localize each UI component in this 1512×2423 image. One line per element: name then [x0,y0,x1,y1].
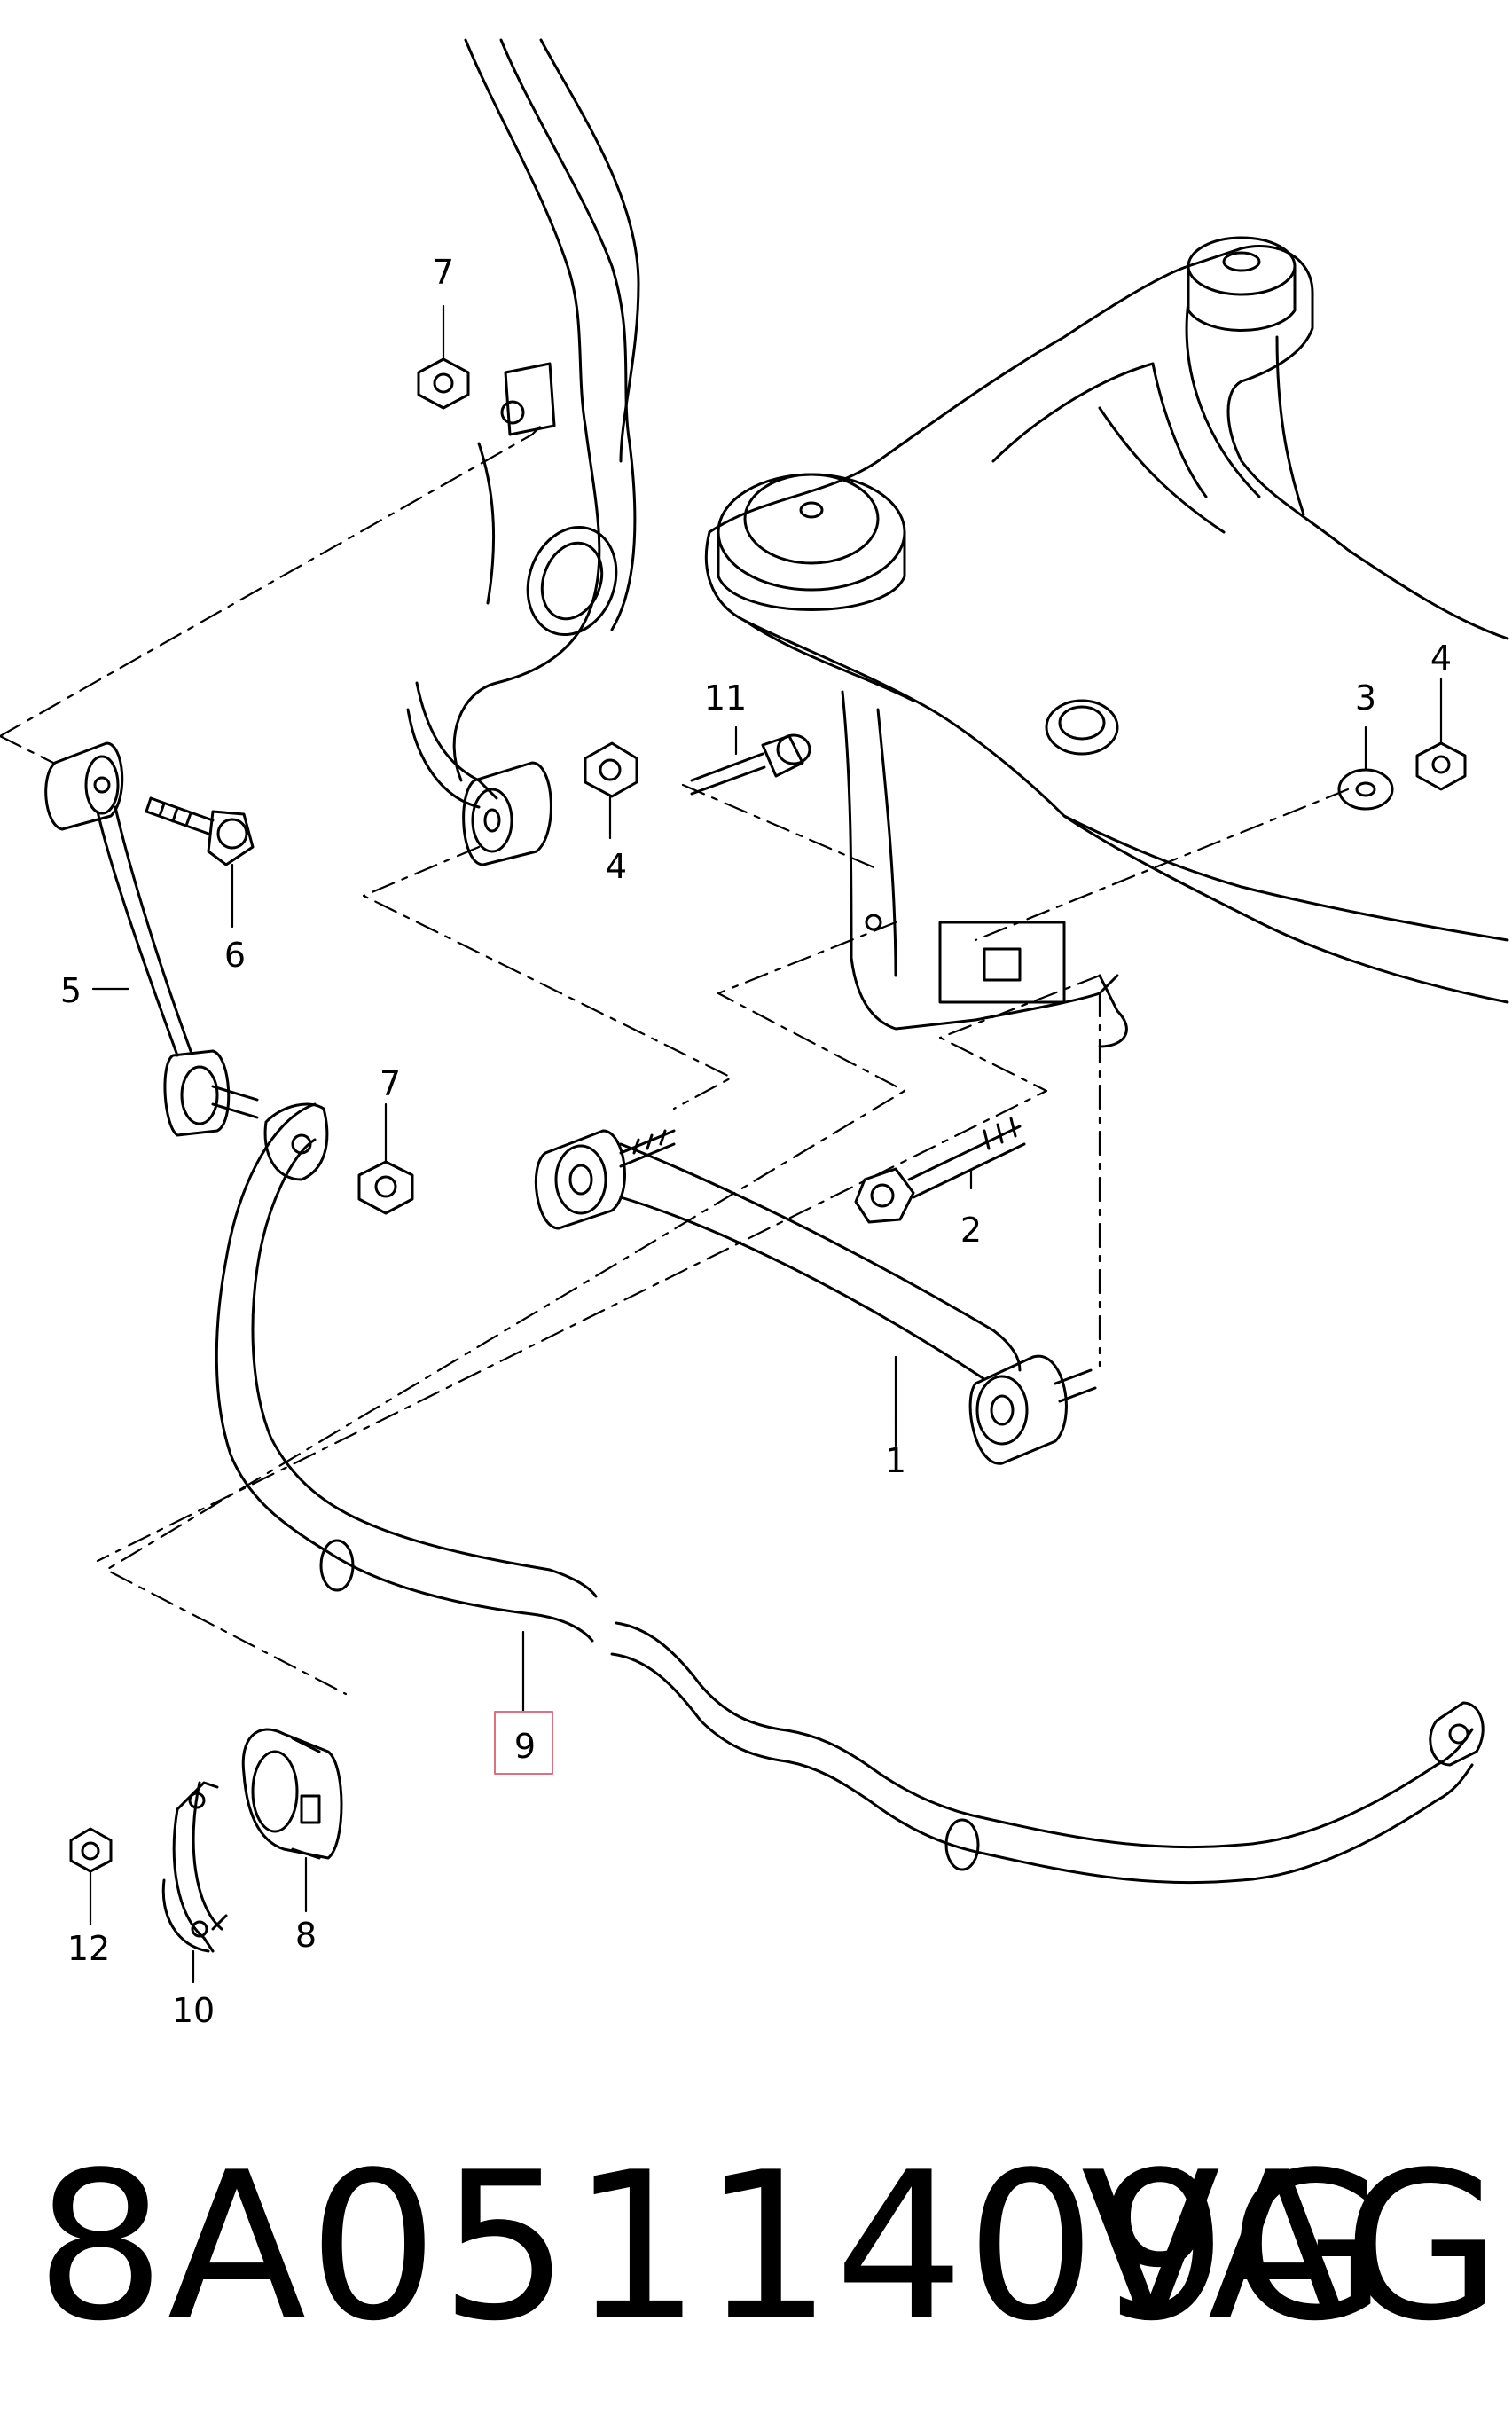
part-footer: 8A0511409G VAG [0,2111,1512,2423]
nut-7-lower [357,1160,414,1215]
callout-8: 8 [295,1916,317,1955]
subframe-hole-inner [1058,705,1106,741]
subframe-bracket [841,690,1128,1048]
callout-11: 11 [704,678,747,717]
subframe-mount [717,473,906,611]
bolt-6 [145,796,255,866]
bolt-2 [854,1117,1026,1224]
stabilizer-bar-9 [215,1102,1485,1885]
nut-7-top [417,357,470,410]
brand-name: VAG [1080,2129,1501,2366]
bushing-8 [241,1728,343,1860]
callout-5: 5 [60,971,82,1010]
nut-4-right [1415,741,1467,791]
bolt-11 [690,733,811,796]
exploded-suspension-diagram: 7 4 11 3 4 6 5 7 2 1 9 12 8 10 [0,38,1509,2030]
callout-7-lower: 7 [380,1064,401,1103]
part-number: 8A0511409G [35,2129,1390,2366]
nut-12 [69,1827,113,1873]
reference-lines [0,420,1350,1696]
steering-knuckle [406,38,640,809]
rear-subframe-mount [1185,236,1305,516]
callout-1: 1 [885,1441,906,1480]
callout-9: 9 [514,1727,536,1766]
callout-2: 2 [960,1211,982,1250]
callout-12: 12 [67,1929,110,1968]
link-rod-5 [44,741,259,1137]
leader-lines [89,304,1443,1984]
callout-7-top: 7 [433,253,454,292]
control-arm-1 [534,1129,1097,1465]
callout-10: 10 [172,1991,215,2030]
knuckle-bushing [462,761,552,866]
callout-4-middle: 4 [606,847,627,886]
highlight-box [494,1711,553,1775]
subframe-hole [1045,699,1119,756]
callout-6: 6 [224,936,246,975]
nut-4-middle [584,741,638,798]
subframe [704,244,1509,1004]
clamp-10 [161,1781,228,1953]
callout-3: 3 [1355,678,1376,717]
callout-4-right: 4 [1430,639,1452,678]
